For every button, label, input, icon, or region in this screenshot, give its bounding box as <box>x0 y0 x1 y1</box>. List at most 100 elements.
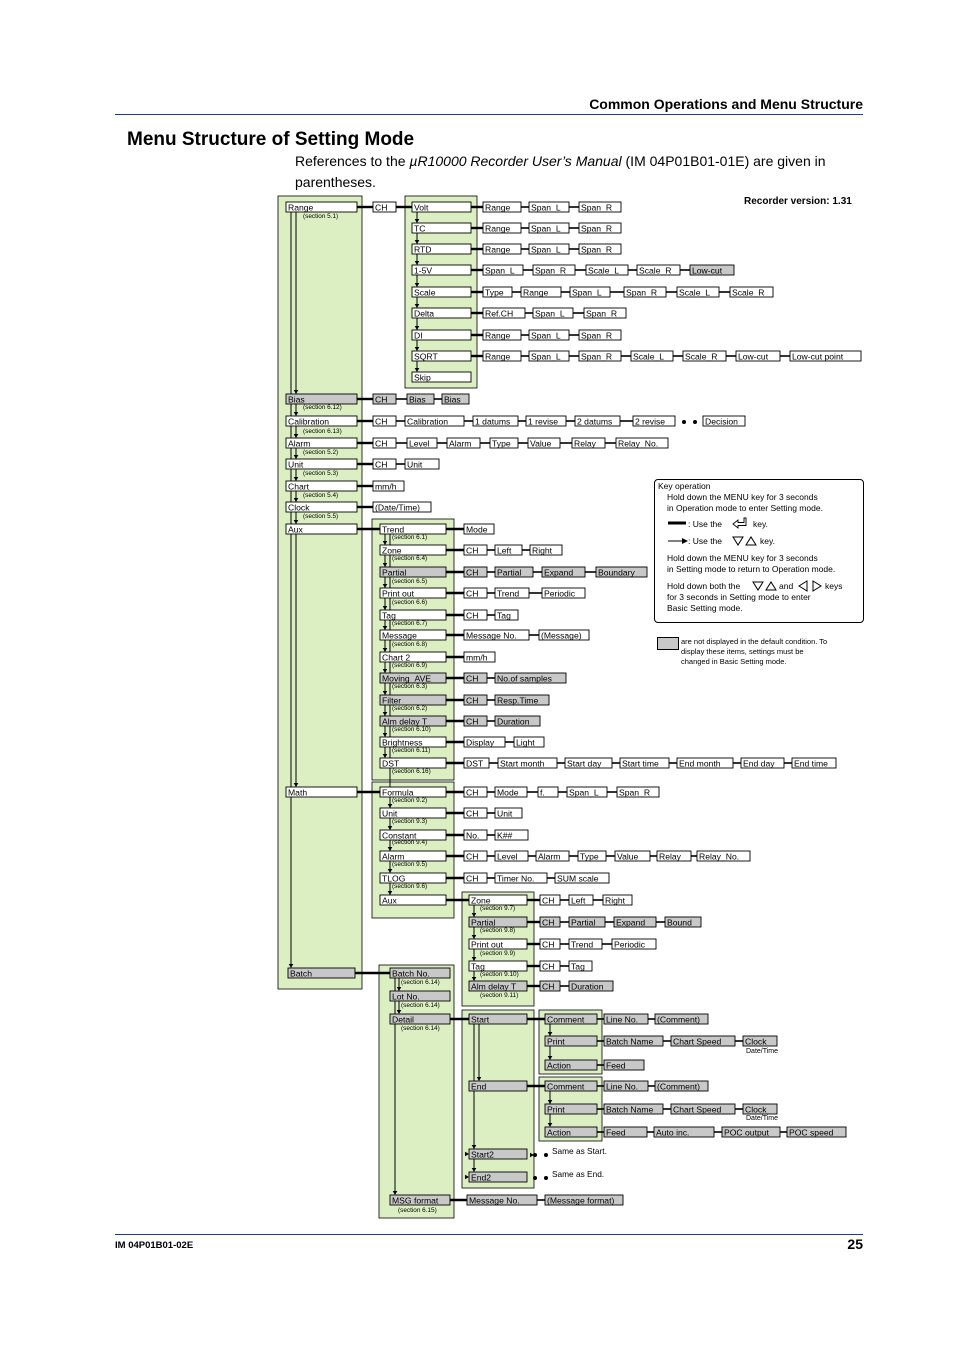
menu-item-label: (Message) <box>541 630 582 640</box>
arrow-down-icon <box>414 347 420 351</box>
menu-item-label: Alarm <box>538 851 560 861</box>
menu-item-frame <box>406 393 435 405</box>
menu-item-no: No. <box>463 829 488 841</box>
menu-item-frame <box>544 1080 598 1092</box>
menu-item-frame <box>615 437 669 449</box>
menu-item-label: Start time <box>622 758 659 768</box>
section-ref: (section 6.3) <box>392 683 427 690</box>
menu-item-frame <box>653 1126 715 1138</box>
menu-item-alm-delay-t: Alm delay T <box>379 715 447 727</box>
arrow-down-icon <box>547 1032 553 1036</box>
menu-item-label: Bound <box>667 917 692 927</box>
menu-item-frame <box>463 651 496 663</box>
menu-item-frame <box>482 264 524 276</box>
menu-item-frame <box>372 201 397 213</box>
menu-item-feed: Feed <box>603 1126 648 1138</box>
arrow-down-icon <box>547 1056 553 1060</box>
menu-item-comment: (Comment) <box>654 1013 709 1025</box>
menu-item-label: f. <box>540 787 545 797</box>
menu-item-label: (Date/Time) <box>375 502 420 512</box>
arrow-down-icon <box>293 498 299 502</box>
menu-item-batch-no: Batch No. <box>389 967 451 979</box>
menu-item-frame <box>411 329 472 341</box>
menu-item-label: No. <box>466 830 479 840</box>
menu-item-label: Chart Speed <box>673 1036 721 1046</box>
menu-item-frame <box>544 1126 598 1138</box>
menu-item-range: Range <box>520 286 562 298</box>
menu-item-label: CH <box>466 673 478 683</box>
menu-item-feed: Feed <box>603 1059 645 1071</box>
manual-title: µR10000 Recorder User’s Manual <box>409 153 622 169</box>
menu-item-low-cut: Low-cut <box>735 350 781 362</box>
menu-item-frame <box>463 757 490 769</box>
menu-item-frame <box>372 437 397 449</box>
menu-item-frame <box>411 371 472 383</box>
page-subtitle: References to the µR10000 Recorder User’… <box>295 151 865 193</box>
menu-item-ch: CH <box>463 715 488 727</box>
menu-item-frame <box>463 736 506 748</box>
menu-item-no-of-samples: No.of samples <box>494 672 567 684</box>
section-ref: (section 9.4) <box>392 839 427 846</box>
menu-item-label: Span_R <box>581 202 612 212</box>
menu-item-resp-time: Resp.Time <box>494 694 550 706</box>
section-ref: (section 9.5) <box>392 861 427 868</box>
menu-item-1-5v: 1-5V <box>411 264 472 276</box>
menu-item-frame <box>544 1103 598 1115</box>
flow-arrowheads <box>288 219 553 1195</box>
menu-item-end: End <box>468 1080 528 1092</box>
menu-item-chart: Chart <box>285 480 358 492</box>
menu-item-frame <box>411 350 472 362</box>
menu-item-ch: CH <box>463 566 488 578</box>
menu-item-trend: Trend <box>379 523 447 535</box>
menu-item-frame <box>379 807 447 819</box>
menu-item-frame <box>411 201 472 213</box>
menu-item-frame <box>670 1035 736 1047</box>
menu-item-label: Formula <box>382 787 414 797</box>
menu-item-label: Duration <box>571 981 604 991</box>
menu-item-label: Scale_L <box>633 351 664 361</box>
arrow-down-icon <box>476 1077 482 1081</box>
menu-item-range: Range <box>285 201 358 213</box>
menu-item-label: End <box>471 1081 487 1091</box>
menu-item-frame <box>539 938 561 950</box>
menu-item-label: Math <box>288 787 307 797</box>
menu-item-label: CH <box>375 459 387 469</box>
arrow-down-icon <box>414 240 420 244</box>
menu-item-label: TC <box>414 223 425 233</box>
section-ref: (section 6.14) <box>401 1025 440 1032</box>
menu-item-label: Expand <box>616 917 645 927</box>
diagram-note: Same as End. <box>552 1169 604 1179</box>
menu-item-frame <box>676 286 720 298</box>
menu-item-frame <box>541 587 586 599</box>
section-ref: (section 5.5) <box>303 513 338 520</box>
menu-item-frame <box>568 960 593 972</box>
menu-item-label: Relay_No. <box>699 851 739 861</box>
menu-item-frame <box>529 544 563 556</box>
menu-item-frame <box>379 757 447 769</box>
menu-item-scale: Scale <box>411 286 472 298</box>
menu-item-label: Span_L <box>531 244 561 254</box>
menu-item-frame <box>468 980 528 992</box>
menu-item-2-revise: 2 revise <box>632 415 676 427</box>
menu-item-ch: CH <box>539 894 561 906</box>
menu-item-frame <box>528 222 570 234</box>
section-ref: (section 6.15) <box>398 1207 437 1214</box>
key-op-line7: Basic Setting mode. <box>667 603 743 613</box>
menu-item-bias: Bias <box>441 393 470 405</box>
menu-item-ch: CH <box>372 458 397 470</box>
menu-item-label: Span_L <box>485 265 515 275</box>
gray-legend-swatch <box>657 637 679 650</box>
menu-item-frame <box>287 967 356 979</box>
menu-item-frame <box>568 938 603 950</box>
menu-item-frame <box>619 757 670 769</box>
menu-item-ch: CH <box>463 807 488 819</box>
menu-item-frame <box>616 786 660 798</box>
menu-item-label: Clock <box>745 1036 767 1046</box>
arrow-down-icon <box>382 669 388 673</box>
menu-item-frame <box>389 1194 451 1206</box>
menu-item-frame <box>285 523 358 535</box>
menu-item-span-r: Span_R <box>578 329 622 341</box>
menu-item-rtd: RTD <box>411 243 472 255</box>
section-references: (section 5.1)(section 6.12)(section 6.13… <box>303 213 519 1214</box>
